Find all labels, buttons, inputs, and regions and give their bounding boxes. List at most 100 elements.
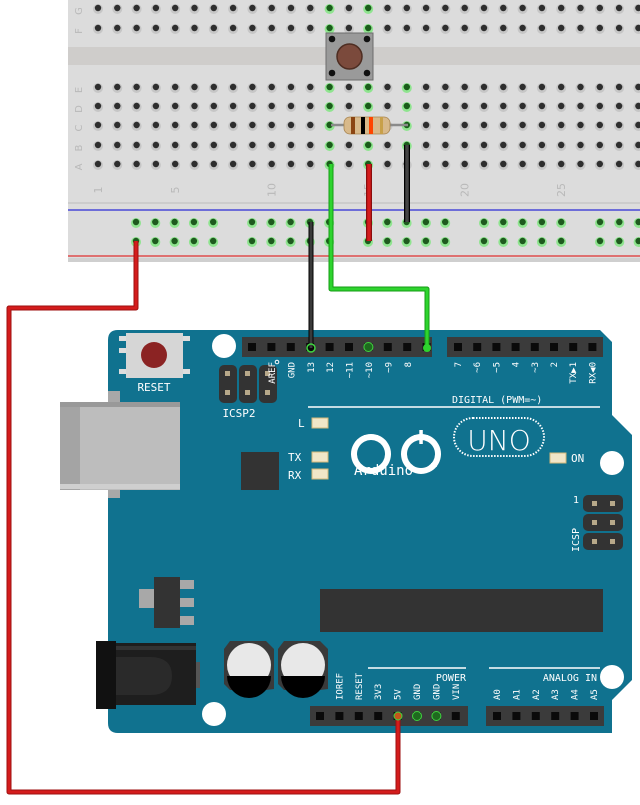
header-pin[interactable] xyxy=(374,712,383,720)
breadboard-hole[interactable] xyxy=(326,4,333,12)
breadboard-hole[interactable] xyxy=(229,121,237,129)
breadboard-hole[interactable] xyxy=(577,160,584,168)
breadboard-hole[interactable] xyxy=(519,4,526,12)
breadboard-hole[interactable] xyxy=(596,160,603,168)
breadboard-hole[interactable] xyxy=(210,121,217,129)
rail-hole[interactable] xyxy=(596,218,604,226)
rail-hole[interactable] xyxy=(558,218,565,226)
breadboard-hole[interactable] xyxy=(403,4,410,12)
breadboard-hole[interactable] xyxy=(133,102,140,110)
breadboard-hole[interactable] xyxy=(94,102,102,110)
breadboard-hole[interactable] xyxy=(577,24,584,32)
breadboard-hole[interactable] xyxy=(500,141,507,149)
breadboard-hole[interactable] xyxy=(172,141,179,149)
breadboard-hole[interactable] xyxy=(152,141,160,149)
breadboard-hole[interactable] xyxy=(172,121,179,129)
breadboard-hole[interactable] xyxy=(635,160,640,168)
rail-hole[interactable] xyxy=(422,218,430,226)
breadboard-hole[interactable] xyxy=(94,121,102,129)
breadboard-hole[interactable] xyxy=(500,121,507,129)
breadboard-hole[interactable] xyxy=(519,141,526,149)
breadboard-hole[interactable] xyxy=(384,83,391,91)
header-pin[interactable] xyxy=(454,343,462,351)
breadboard-hole[interactable] xyxy=(558,83,565,91)
breadboard-hole[interactable] xyxy=(210,83,217,91)
header-pin[interactable] xyxy=(383,343,392,351)
breadboard-hole[interactable] xyxy=(596,121,603,129)
breadboard-hole[interactable] xyxy=(538,24,546,32)
header-pin[interactable] xyxy=(551,712,560,720)
breadboard-hole[interactable] xyxy=(172,102,179,110)
breadboard-hole[interactable] xyxy=(287,102,295,110)
breadboard-hole[interactable] xyxy=(249,24,256,32)
breadboard-hole[interactable] xyxy=(268,141,275,149)
rail-hole[interactable] xyxy=(210,218,217,226)
breadboard-hole[interactable] xyxy=(422,141,430,149)
breadboard-hole[interactable] xyxy=(94,24,102,32)
breadboard-hole[interactable] xyxy=(326,24,333,32)
breadboard-hole[interactable] xyxy=(229,102,237,110)
breadboard-hole[interactable] xyxy=(191,121,198,129)
breadboard-hole[interactable] xyxy=(480,83,488,91)
breadboard-hole[interactable] xyxy=(538,4,546,12)
breadboard-hole[interactable] xyxy=(558,102,565,110)
header-pin[interactable] xyxy=(325,343,334,351)
header-pin[interactable] xyxy=(316,712,324,720)
rail-hole[interactable] xyxy=(268,237,275,245)
rail-hole[interactable] xyxy=(519,218,526,226)
breadboard-hole[interactable] xyxy=(480,121,488,129)
breadboard-hole[interactable] xyxy=(229,83,237,91)
breadboard-hole[interactable] xyxy=(500,83,507,91)
breadboard-hole[interactable] xyxy=(480,24,488,32)
rail-hole[interactable] xyxy=(480,237,488,245)
breadboard-hole[interactable] xyxy=(114,121,121,129)
breadboard-hole[interactable] xyxy=(345,83,353,91)
breadboard-hole[interactable] xyxy=(229,141,237,149)
breadboard-hole[interactable] xyxy=(326,141,333,149)
breadboard-hole[interactable] xyxy=(461,4,468,12)
breadboard-hole[interactable] xyxy=(114,160,121,168)
rail-hole[interactable] xyxy=(616,218,623,226)
breadboard-hole[interactable] xyxy=(461,121,468,129)
breadboard-hole[interactable] xyxy=(191,160,198,168)
rail-hole[interactable] xyxy=(171,218,178,226)
breadboard-hole[interactable] xyxy=(268,121,275,129)
breadboard-hole[interactable] xyxy=(191,83,198,91)
breadboard-hole[interactable] xyxy=(210,24,217,32)
breadboard-hole[interactable] xyxy=(229,24,237,32)
breadboard-hole[interactable] xyxy=(326,102,333,110)
breadboard-hole[interactable] xyxy=(152,4,160,12)
breadboard-hole[interactable] xyxy=(268,83,275,91)
breadboard-hole[interactable] xyxy=(114,141,121,149)
header-pin[interactable] xyxy=(493,712,501,720)
breadboard-hole[interactable] xyxy=(94,141,102,149)
breadboard-hole[interactable] xyxy=(114,102,121,110)
header-pin[interactable] xyxy=(590,712,598,720)
breadboard-hole[interactable] xyxy=(191,4,198,12)
rail-hole[interactable] xyxy=(190,218,198,226)
breadboard-hole[interactable] xyxy=(422,121,430,129)
breadboard-hole[interactable] xyxy=(500,102,507,110)
breadboard-hole[interactable] xyxy=(635,141,640,149)
rail-hole[interactable] xyxy=(384,218,391,226)
rail-hole[interactable] xyxy=(500,237,507,245)
breadboard-hole[interactable] xyxy=(519,24,526,32)
breadboard-hole[interactable] xyxy=(172,4,179,12)
breadboard-hole[interactable] xyxy=(345,141,353,149)
breadboard-hole[interactable] xyxy=(307,141,314,149)
breadboard-hole[interactable] xyxy=(519,160,526,168)
rail-hole[interactable] xyxy=(171,237,178,245)
breadboard-hole[interactable] xyxy=(172,83,179,91)
breadboard-hole[interactable] xyxy=(500,24,507,32)
breadboard-hole[interactable] xyxy=(384,141,391,149)
breadboard-hole[interactable] xyxy=(422,83,430,91)
breadboard-hole[interactable] xyxy=(249,102,256,110)
rail-hole[interactable] xyxy=(596,237,604,245)
breadboard-hole[interactable] xyxy=(94,160,102,168)
header-pin[interactable] xyxy=(403,343,412,351)
breadboard-hole[interactable] xyxy=(229,4,237,12)
breadboard-hole[interactable] xyxy=(615,102,623,110)
breadboard-hole[interactable] xyxy=(287,160,295,168)
breadboard-hole[interactable] xyxy=(287,24,295,32)
breadboard-hole[interactable] xyxy=(345,24,353,32)
